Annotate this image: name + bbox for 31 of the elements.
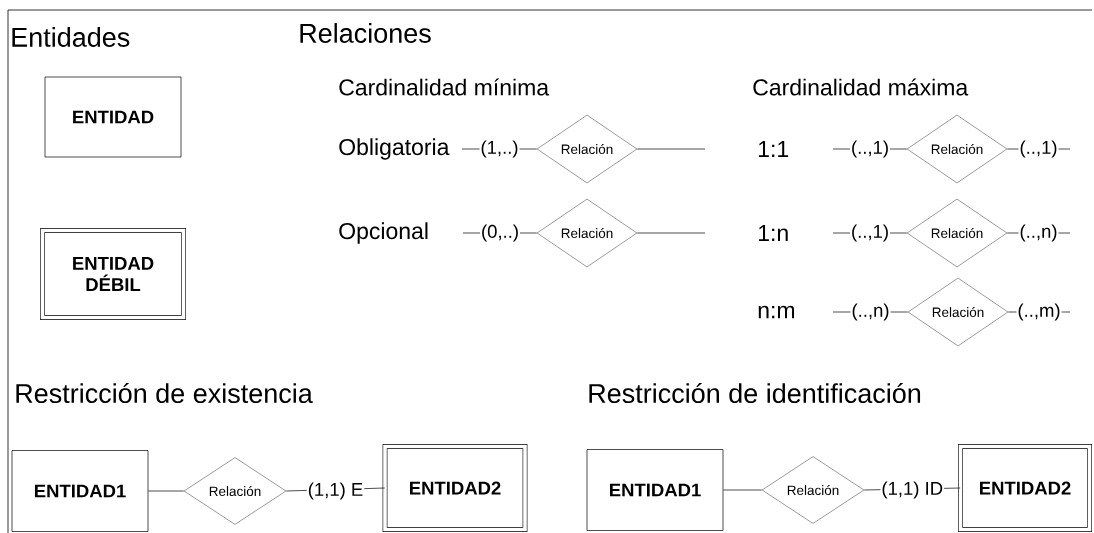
section-heading: Entidades xyxy=(12,27,130,47)
weak-entity-box: ENTIDAD2 xyxy=(958,444,1092,532)
row-label: Obligatoria xyxy=(339,138,450,160)
entity-box: ENTIDAD1 xyxy=(11,450,149,532)
section-heading: Cardinalidad máxima xyxy=(753,78,969,96)
cardinality-label: (1,1) ID xyxy=(880,480,945,500)
cardinality-label: (..,n) xyxy=(1018,223,1059,243)
cardinality-label: (..,m) xyxy=(1016,302,1062,322)
cardinality-label: (..,1) xyxy=(850,223,891,243)
cardinality-label: (1,..) xyxy=(479,139,520,159)
connector-line xyxy=(148,490,185,492)
weak-entity-box: ENTIDAD2 xyxy=(382,444,528,532)
section-heading: Cardinalidad mínima xyxy=(339,78,550,96)
entity-box: ENTIDAD1 xyxy=(586,449,724,531)
section-heading: Restricción de existencia xyxy=(16,382,313,404)
weak-entity-box: ENTIDAD DÉBIL xyxy=(40,228,186,320)
entity-box: ENTIDAD xyxy=(44,76,182,158)
row-label: 1:1 xyxy=(758,141,789,157)
cardinality-label: (..,1) xyxy=(1018,139,1059,159)
row-label: Opcional xyxy=(339,222,428,244)
cardinality-label: (..,n) xyxy=(850,302,891,322)
section-heading: Relaciones xyxy=(300,23,431,43)
cardinality-label: (..,1) xyxy=(850,139,891,159)
cardinality-label: (0,..) xyxy=(480,223,520,243)
connector-line xyxy=(636,232,706,234)
connector-line xyxy=(723,489,763,491)
section-heading: Restricción de identificación xyxy=(589,382,921,404)
row-label: n:m xyxy=(758,305,795,319)
connector-line xyxy=(636,148,706,150)
cardinality-label: (1,1) E xyxy=(306,481,365,501)
row-label: 1:n xyxy=(758,225,788,241)
